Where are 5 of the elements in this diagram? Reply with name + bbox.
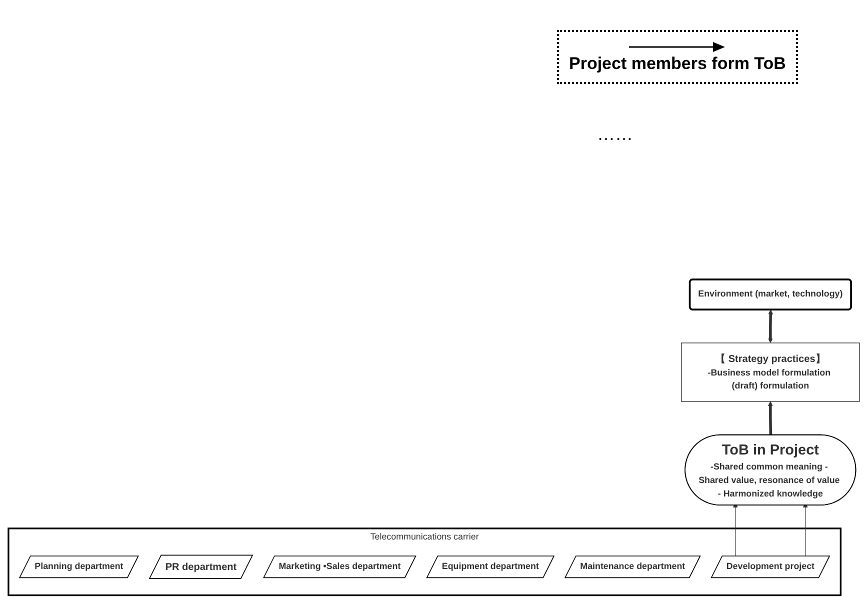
arrow [767, 310, 773, 344]
ellipsis-note: …… [596, 124, 634, 145]
arrow [767, 402, 772, 436]
node-box: 【 Strategy practices】 -Business model formulation (draft) formulation [680, 342, 860, 402]
legend-text: Project members form ToB [569, 54, 786, 74]
